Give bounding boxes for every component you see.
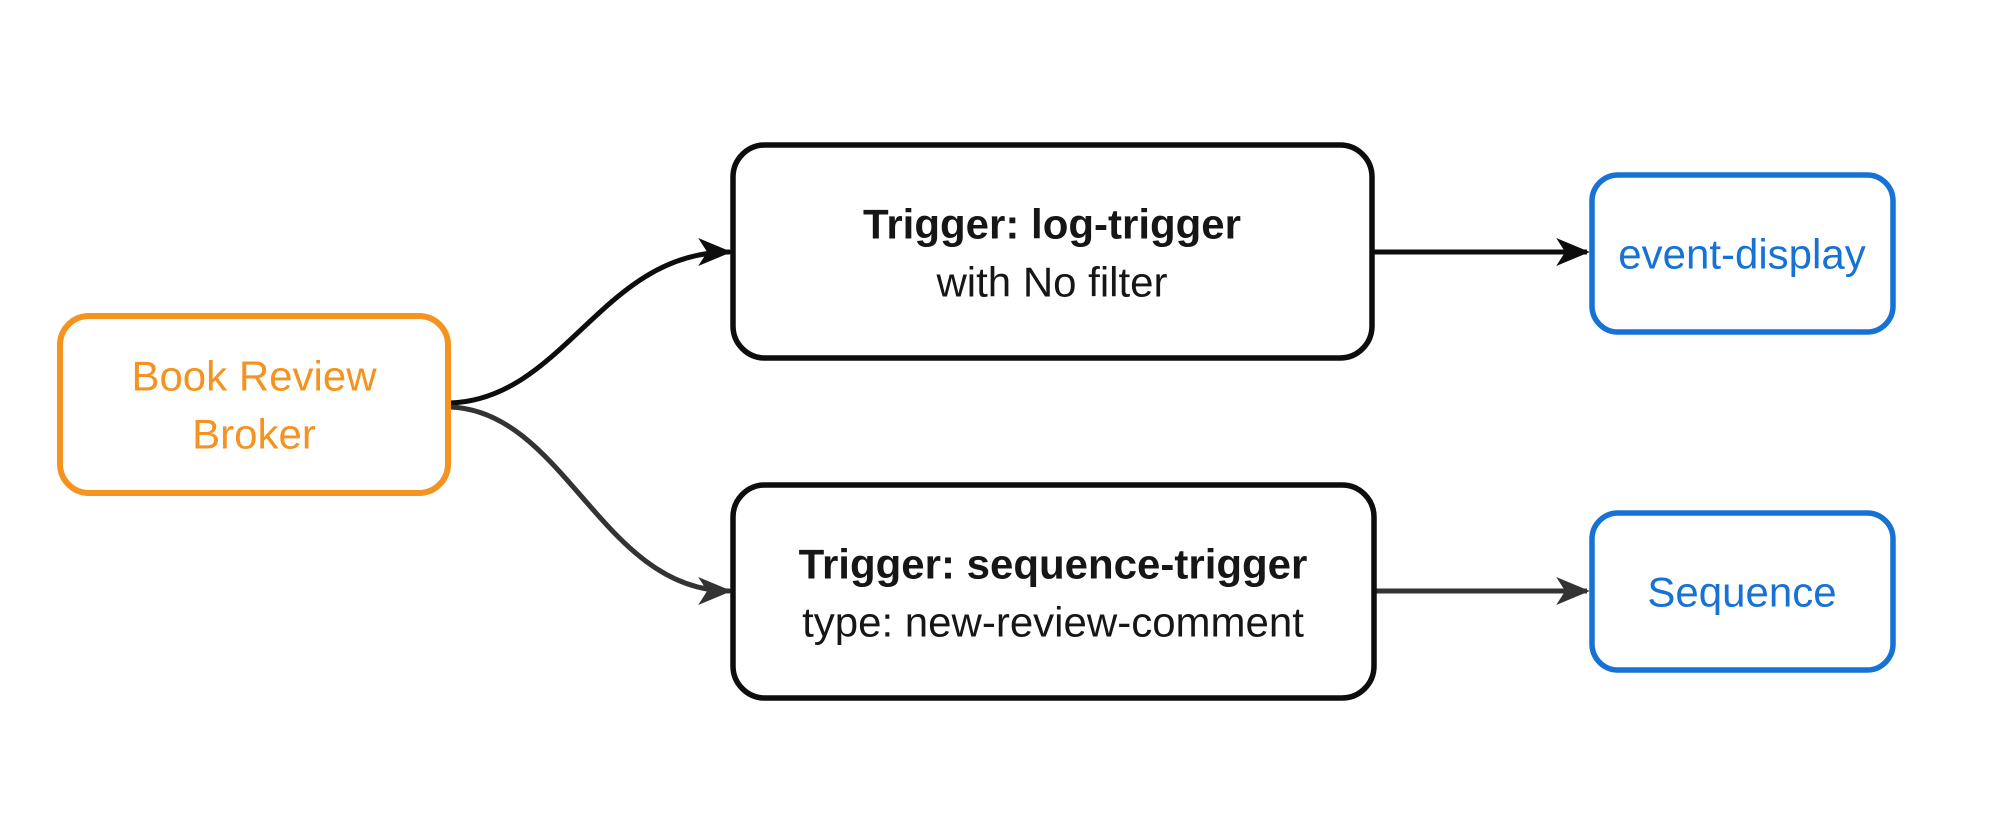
event-display-node-box bbox=[1589, 172, 1896, 335]
edge-broker-to-sequence-trigger bbox=[447, 404, 732, 605]
log-trigger-title: Trigger: log-trigger bbox=[863, 201, 1241, 248]
sequence-node: Sequence bbox=[1589, 510, 1896, 673]
edge-broker-to-log-trigger bbox=[447, 238, 732, 406]
broker-label-line1: Book Review bbox=[131, 353, 377, 400]
sequence-trigger-subtitle: type: new-review-comment bbox=[802, 599, 1304, 646]
sequence-label: Sequence bbox=[1647, 569, 1836, 616]
broker-node: Book Review Broker bbox=[57, 313, 451, 496]
sequence-trigger-title: Trigger: sequence-trigger bbox=[799, 541, 1308, 588]
broker-label-line2: Broker bbox=[192, 411, 316, 458]
log-trigger-subtitle: with No filter bbox=[935, 259, 1167, 306]
log-trigger-node: Trigger: log-trigger with No filter bbox=[730, 142, 1375, 361]
sequence-trigger-node-box bbox=[730, 482, 1377, 701]
sequence-trigger-node: Trigger: sequence-trigger type: new-revi… bbox=[730, 482, 1377, 701]
sequence-node-box bbox=[1589, 510, 1896, 673]
log-trigger-node-box bbox=[730, 142, 1375, 361]
event-display-label: event-display bbox=[1618, 231, 1865, 278]
broker-node-box bbox=[57, 313, 451, 496]
event-display-node: event-display bbox=[1589, 172, 1896, 335]
